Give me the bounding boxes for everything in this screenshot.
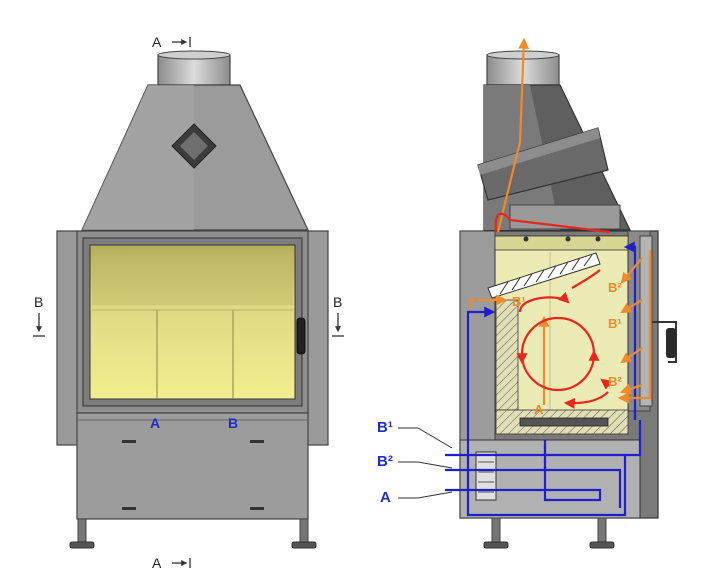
section-mark-right: B	[332, 294, 344, 337]
intake-label-a: A	[150, 415, 160, 431]
side-panel-right	[305, 230, 329, 446]
door-handle	[296, 317, 306, 355]
primary-air-paths	[445, 241, 642, 517]
chamber-label-b1-left: B¹	[512, 294, 526, 309]
intake-label-b: B	[228, 415, 238, 431]
chamber-label-b2-lower: B²	[608, 374, 622, 389]
chamber-label-b2-upper: B²	[608, 280, 622, 295]
leg-left	[77, 518, 87, 544]
firebrick-left	[495, 299, 519, 411]
section-label-a-bottom: A	[152, 555, 162, 571]
base-cabinet	[76, 412, 309, 520]
section-mark-top: A	[152, 34, 191, 50]
chamber-labels: B¹ B² B¹ B² A	[512, 280, 622, 417]
chamber-label-b1-middle: B¹	[608, 316, 622, 331]
front-view: A	[33, 34, 344, 571]
section-mark-bottom: A	[152, 555, 191, 571]
callout-label-b1: B¹	[377, 419, 393, 436]
secondary-air-paths	[468, 37, 652, 405]
baffle-plate	[487, 252, 601, 299]
flue-collar	[157, 54, 231, 86]
callout-label-a: A	[380, 489, 391, 506]
grate	[519, 417, 609, 427]
combustion-flow	[494, 212, 613, 409]
side-callouts: B¹ B² A	[377, 419, 453, 506]
chamber-label-a: A	[534, 402, 544, 417]
section-label-b-left: B	[34, 294, 43, 310]
leg-right	[299, 518, 309, 544]
section-label-a-top: A	[152, 34, 162, 50]
air-intake-grille	[475, 451, 497, 501]
side-panel-left	[56, 230, 80, 446]
side-section-view: B¹ B² A B¹ B² B¹ B² A	[377, 37, 677, 549]
leg-side-left	[491, 517, 501, 545]
section-mark-left: B	[33, 294, 45, 337]
callout-label-b2: B²	[377, 453, 393, 470]
leg-side-right	[597, 517, 607, 545]
section-label-b-right: B	[333, 294, 342, 310]
door-handle-side	[666, 328, 676, 358]
